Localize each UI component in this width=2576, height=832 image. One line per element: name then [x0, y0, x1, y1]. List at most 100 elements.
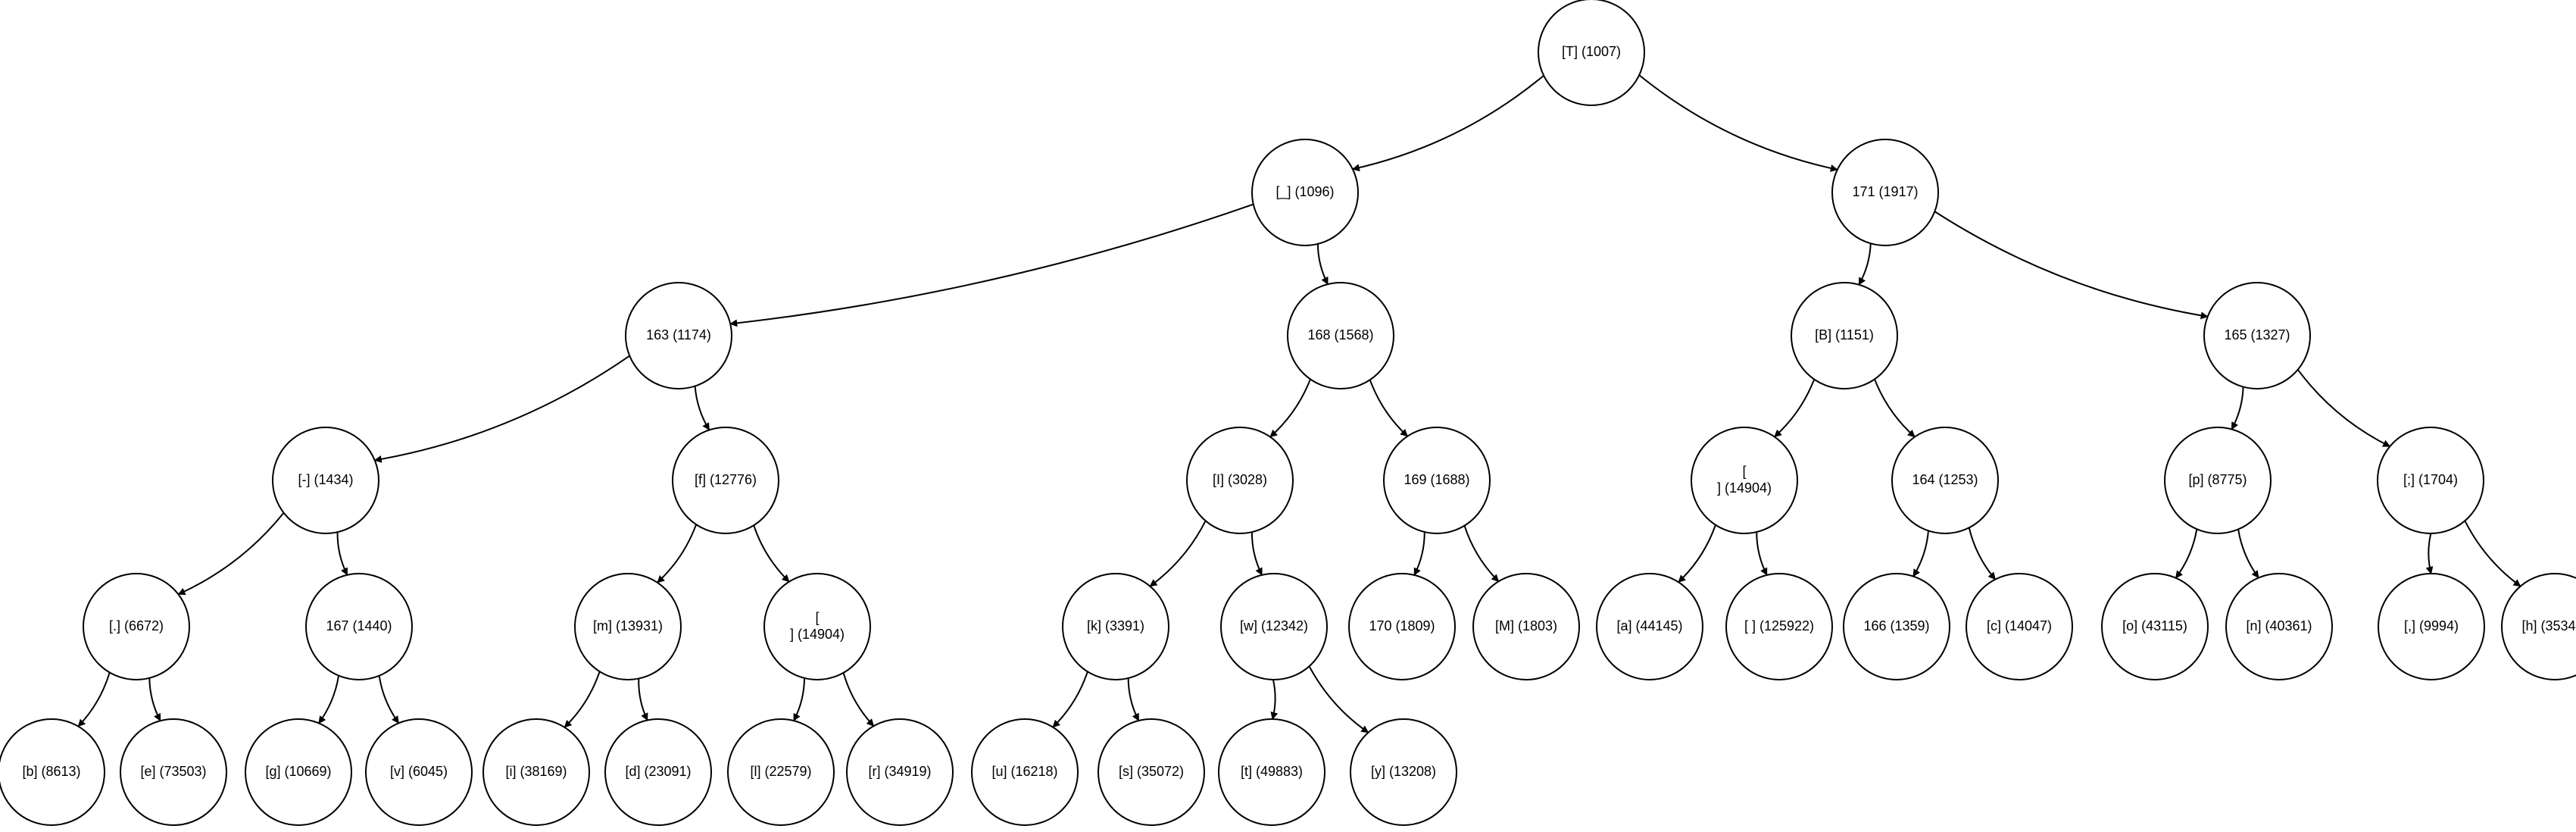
tree-node: [M] (1803)	[1472, 573, 1580, 680]
node-label: [] (14904)	[790, 610, 845, 642]
node-circle	[1831, 139, 1939, 246]
node-label: [i] (38169)	[505, 764, 567, 779]
node-label: [b] (8613)	[22, 764, 80, 779]
node-label: [e] (73503)	[140, 764, 206, 779]
node-circle	[0, 718, 105, 826]
node-circle	[1218, 718, 1325, 826]
node-label: [a] (44145)	[1616, 618, 1682, 633]
tree-node: [u] (16218)	[971, 718, 1079, 826]
tree-node: [r] (34919)	[846, 718, 954, 826]
tree-node: [v] (6045)	[365, 718, 473, 826]
tree-edge	[1638, 74, 1838, 172]
tree-node: [;] (1704)	[2377, 427, 2484, 534]
tree-edge	[1413, 532, 1425, 576]
node-circle	[1186, 427, 1294, 534]
node-circle	[1287, 282, 1394, 389]
tree-edge	[1774, 379, 1816, 438]
node-label: 171 (1917)	[1852, 184, 1918, 199]
tree-edge	[1678, 524, 1716, 583]
node-label: 165 (1327)	[2224, 327, 2290, 342]
tree-node: [f] (12776)	[672, 427, 779, 534]
node-circle	[1791, 282, 1898, 389]
tree-edge	[77, 672, 111, 727]
node-label: [,] (9994)	[2404, 618, 2459, 633]
tree-node: [] (14904)	[1691, 427, 1798, 534]
node-circle	[672, 427, 779, 534]
tree-edge	[1308, 665, 1369, 733]
tree-node: 164 (1253)	[1891, 427, 1999, 534]
tree-node: [a] (44145)	[1596, 573, 1703, 680]
node-label: [M] (1803)	[1495, 618, 1557, 633]
node-label: [u] (16218)	[991, 764, 1057, 779]
tree-edge	[657, 524, 698, 583]
tree-node: [] (14904)	[763, 573, 871, 680]
tree-edge	[1858, 243, 1872, 286]
node-label: [ ] (125922)	[1744, 618, 1814, 633]
node-label: [o] (43115)	[2122, 618, 2187, 633]
tree-edge	[694, 386, 710, 431]
tree-node: [t] (49883)	[1218, 718, 1325, 826]
tree-edge	[318, 675, 340, 724]
tree-node: 169 (1688)	[1383, 427, 1491, 534]
node-circle	[120, 718, 227, 826]
node-circle	[1472, 573, 1580, 680]
tree-edge	[2231, 386, 2244, 430]
tree-edge	[1052, 671, 1088, 728]
tree-edge	[564, 671, 601, 728]
tree-edge	[2175, 529, 2198, 579]
node-label: [-] (1434)	[298, 472, 353, 487]
tree-edge	[729, 203, 1254, 327]
node-circle	[2378, 573, 2485, 680]
tree-node: [ ] (125922)	[1725, 573, 1833, 680]
tree-edge	[1968, 527, 1997, 580]
node-label: 164 (1253)	[1912, 472, 1978, 487]
node-circle	[763, 573, 871, 680]
node-label: 163 (1174)	[646, 327, 711, 342]
tree-node: [m] (13931)	[574, 573, 682, 680]
tree-edge	[1369, 379, 1408, 437]
node-circle	[2164, 427, 2272, 534]
node-label: [w] (12342)	[1240, 618, 1308, 633]
node-label: [I] (3028)	[1213, 472, 1267, 487]
node-label: [t] (49883)	[1241, 764, 1303, 779]
tree-node: [n] (40361)	[2225, 573, 2333, 680]
tree-node: 167 (1440)	[305, 573, 413, 680]
node-circle	[2377, 427, 2484, 534]
node-circle	[625, 282, 732, 389]
tree-edge	[793, 677, 806, 721]
node-label: [m] (13931)	[593, 618, 663, 633]
tree-edge	[2237, 529, 2259, 579]
tree-edge	[1912, 530, 1929, 577]
node-circle	[1966, 573, 2073, 680]
tree-edge	[2297, 369, 2391, 448]
node-circle	[1596, 573, 1703, 680]
tree-node: [c] (14047)	[1966, 573, 2073, 680]
tree-edge	[1316, 243, 1329, 285]
tree-edge	[1127, 677, 1140, 721]
node-label: [l] (22579)	[750, 764, 811, 779]
node-label: [] (14904)	[1717, 464, 1772, 496]
tree-node: [-] (1434)	[272, 427, 379, 534]
tree-edge	[1874, 379, 1916, 438]
node-circle	[482, 718, 590, 826]
tree-node: [,] (9994)	[2378, 573, 2485, 680]
tree-edge	[1756, 532, 1768, 576]
node-label: 169 (1688)	[1404, 472, 1469, 487]
tree-edge	[2425, 533, 2434, 574]
node-circle	[272, 427, 379, 534]
tree-edge	[638, 678, 648, 721]
node-label: [_] (1096)	[1276, 184, 1334, 200]
node-circle	[1383, 427, 1491, 534]
node-label: [n] (40361)	[2246, 618, 2312, 633]
node-label: [;] (1704)	[2403, 472, 2458, 487]
node-label: [k] (3391)	[1087, 618, 1144, 633]
tree-node: [B] (1151)	[1791, 282, 1898, 389]
node-label: [f] (12776)	[695, 472, 757, 487]
tree-edge	[753, 524, 790, 583]
tree-edge	[177, 512, 285, 596]
node-circle	[1350, 718, 1457, 826]
tree-node: [b] (8613)	[0, 718, 105, 826]
tree-node: [l] (22579)	[727, 718, 835, 826]
